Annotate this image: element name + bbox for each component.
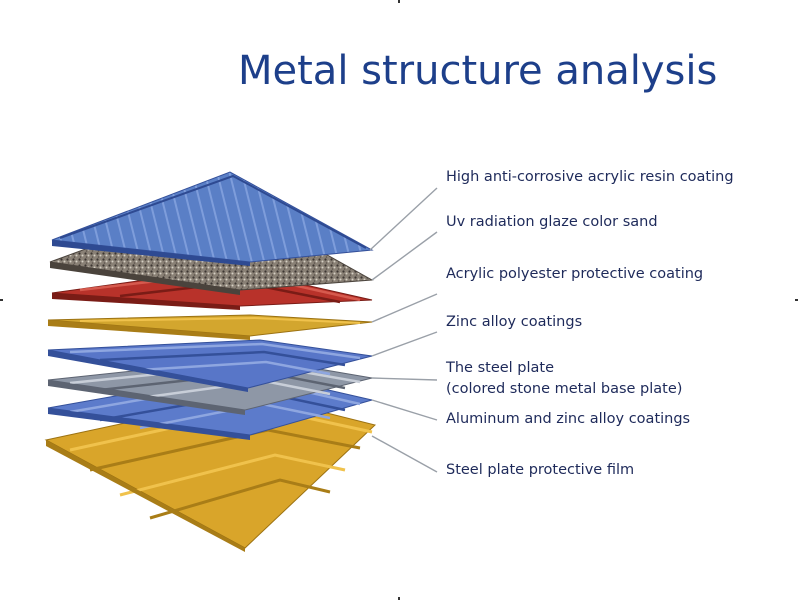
leader-line-5 [371, 377, 438, 381]
layer-acrylic-resin [51, 171, 374, 266]
label-aluminum-zinc: Aluminum and zinc alloy coatings [446, 411, 691, 427]
label-glaze-sand: Uv radiation glaze color sand [446, 214, 658, 230]
edge-mark-top [398, 0, 400, 3]
layer-steel-plate [47, 339, 373, 392]
leader-line-3 [371, 293, 438, 323]
label-protective-film: Steel plate protective film [446, 462, 635, 478]
label-acrylic-resin: High anti-corrosive acrylic resin coatin… [446, 169, 734, 185]
label-steel-plate-sub: (colored stone metal base plate) [446, 381, 683, 397]
label-steel-plate: The steel plate [446, 360, 555, 376]
edge-mark-bottom [398, 597, 400, 600]
edge-mark-right [795, 299, 798, 301]
leader-line-1 [369, 187, 438, 251]
leader-lines [369, 187, 438, 473]
layer-zinc-alloy [47, 314, 373, 340]
label-acrylic-polyester: Acrylic polyester protective coating [446, 266, 704, 282]
leader-line-6 [371, 399, 438, 421]
edge-mark-left [0, 299, 3, 301]
page-title: Metal structure analysis [238, 48, 718, 94]
leader-line-4 [371, 331, 438, 357]
leader-line-2 [371, 231, 438, 281]
leader-line-7 [371, 435, 438, 473]
label-zinc-alloy: Zinc alloy coatings [446, 314, 583, 330]
